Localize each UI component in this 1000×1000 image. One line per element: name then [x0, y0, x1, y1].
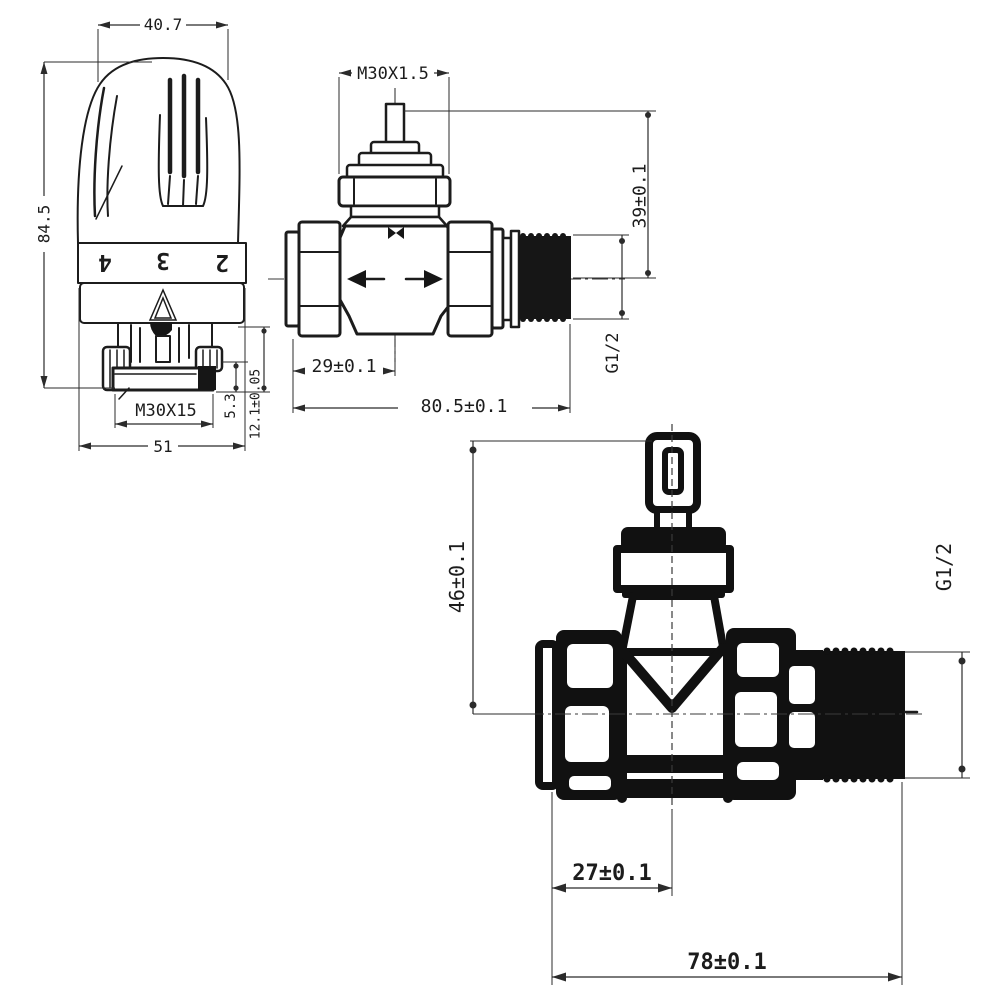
dim-valve-height: 39±0.1 — [629, 163, 650, 228]
left-nut-end-ring — [284, 230, 301, 328]
dim-base-width: 51 — [153, 437, 172, 456]
lockshield-dimensions: 46±0.1 G1/2 27±0.1 78±0.1 — [445, 440, 970, 985]
v-notch — [617, 643, 728, 713]
dim-center-to-nut: 29±0.1 — [311, 356, 376, 377]
right-union-nut — [726, 628, 796, 800]
dim-height: 84.5 — [35, 205, 54, 244]
valve-spindle — [384, 102, 406, 146]
indicator-triangle-icon — [148, 288, 178, 321]
left-nut-end-ring — [535, 640, 560, 790]
outlet-thread-label: G1/2 — [932, 543, 956, 591]
trv-head-dimensions: 40.7 84.5 M30X15 51 — [35, 15, 270, 456]
dial-number-2: 2 — [215, 249, 229, 275]
left-compression-nut — [556, 630, 622, 800]
head-thread-label: M30X15 — [135, 401, 196, 421]
left-compression-nut — [297, 220, 342, 338]
dial-number-4: 4 — [98, 249, 112, 275]
trv-head-drawing: 4 3 2 — [35, 15, 270, 456]
dim-insert-depth: 12.1±0.05 — [249, 369, 264, 439]
dim-plate-height: 5.3 — [223, 393, 239, 418]
spacer-rings — [779, 650, 823, 780]
outlet-thread-label: G1/2 — [603, 333, 623, 374]
bonnet-flange — [337, 175, 452, 208]
dim-width-top: 40.7 — [144, 15, 183, 34]
flow-arrow-left-icon — [347, 270, 366, 288]
valve-thread-label: M30X1.5 — [357, 64, 429, 84]
trv-indicator-band — [79, 282, 245, 324]
dim-center-to-nut: 27±0.1 — [572, 861, 651, 886]
body-marking — [388, 227, 396, 239]
bonnet-hex — [613, 545, 734, 593]
indicator-pin — [150, 322, 172, 337]
male-thread-end — [820, 647, 919, 783]
dim-valve-height: 46±0.1 — [445, 541, 469, 613]
male-thread-end — [519, 233, 571, 322]
right-union-nut — [446, 220, 494, 338]
straight-valve-dimensions: M30X1.5 39±0.1 G1/2 29±0.1 — [292, 64, 656, 417]
trv-head-base — [101, 322, 224, 400]
body-marking — [396, 227, 404, 239]
dim-total-length: 80.5±0.1 — [421, 396, 508, 417]
dim-total-length: 78±0.1 — [687, 950, 766, 975]
dial-number-3: 3 — [156, 247, 170, 273]
valve-neck — [618, 592, 728, 656]
lockshield-valve-drawing: 46±0.1 G1/2 27±0.1 78±0.1 — [445, 424, 970, 985]
flow-arrow-right-icon — [424, 270, 443, 288]
straight-valve-drawing: M30X1.5 39±0.1 G1/2 29±0.1 — [268, 64, 656, 417]
